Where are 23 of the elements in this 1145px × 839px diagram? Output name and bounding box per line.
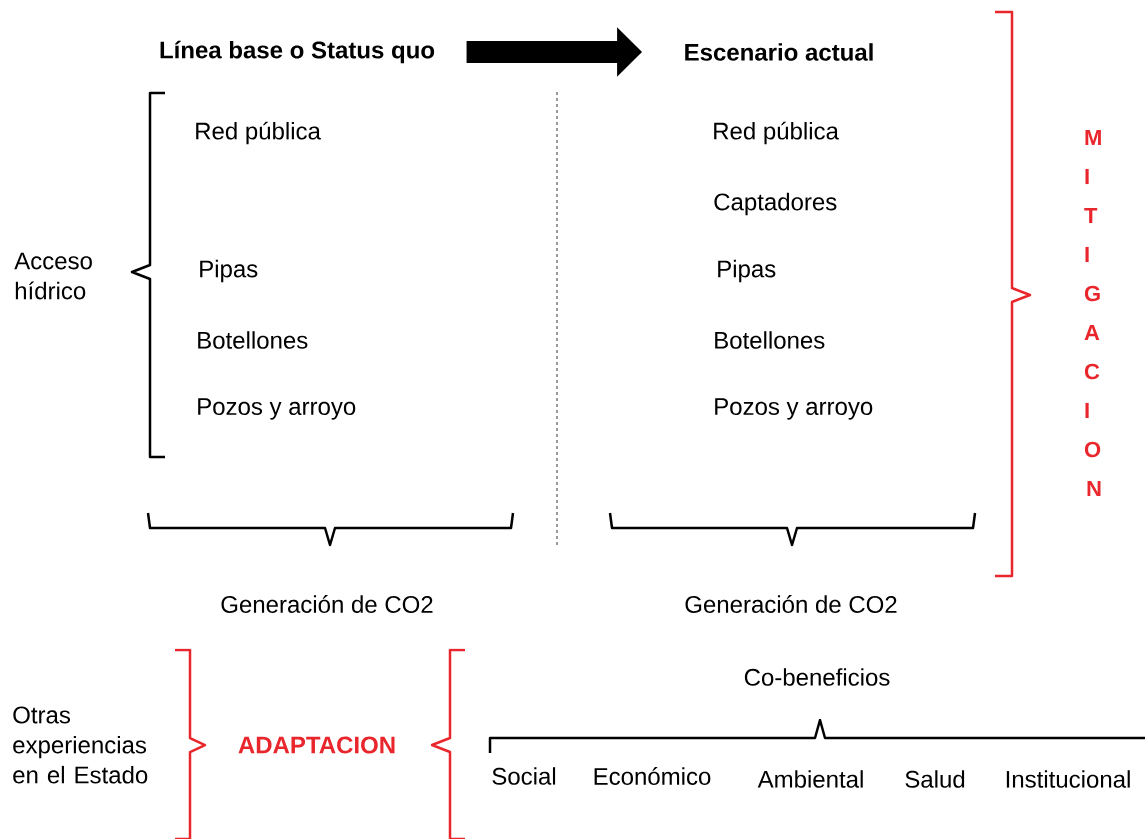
label: Acceso hídrico bbox=[14, 252, 92, 300]
label: Económico bbox=[594, 767, 711, 785]
label: ADAPTACION bbox=[238, 736, 395, 754]
label: MITIGACION bbox=[1084, 129, 1101, 497]
heading: Escenario actual bbox=[685, 43, 873, 61]
label: Social bbox=[492, 767, 556, 785]
label: Generación de CO2 bbox=[221, 595, 433, 613]
label: Salud bbox=[905, 770, 965, 788]
label: Pipas bbox=[200, 259, 258, 283]
label: Generación de CO2 bbox=[685, 595, 897, 613]
label: Pipas bbox=[718, 259, 776, 283]
heading: Línea base o Status quo bbox=[160, 40, 435, 64]
label: Institucional bbox=[1006, 770, 1130, 788]
label: Red pública bbox=[714, 121, 839, 145]
label: Co-beneficios bbox=[744, 668, 890, 686]
label: Red pública bbox=[196, 121, 321, 145]
label: Captadores bbox=[714, 192, 837, 216]
label: Botellones bbox=[198, 331, 308, 349]
label: Botellones bbox=[715, 331, 825, 349]
label: Pozos y arroyo bbox=[198, 398, 356, 420]
label: Ambiental bbox=[757, 770, 863, 788]
label: Otras experiencias en el Estado bbox=[13, 706, 148, 784]
label: Pozos y arroyo bbox=[715, 398, 873, 420]
